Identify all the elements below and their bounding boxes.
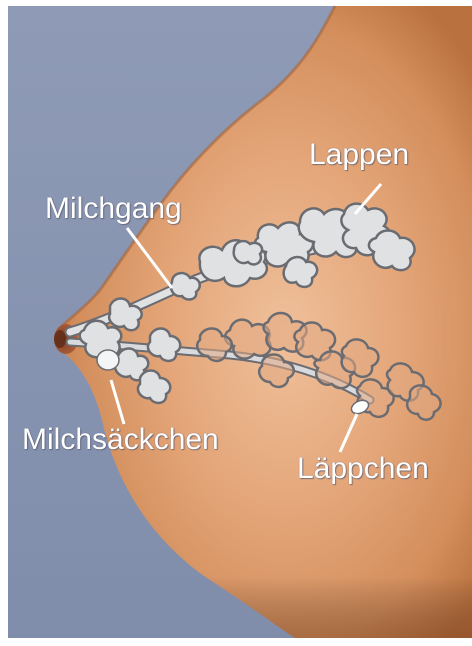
label-laeppchen: Läppchen <box>297 454 429 484</box>
label-lappen: Lappen <box>309 140 409 170</box>
frame-border-top <box>0 0 472 6</box>
milk-sac-highlight <box>97 350 119 370</box>
nipple-tip <box>54 330 66 348</box>
frame-border-bottom <box>0 638 472 646</box>
frame-border-left <box>0 0 8 646</box>
label-milchsaeckchen: Milchsäckchen <box>22 425 219 455</box>
label-milchgang: Milchgang <box>45 194 182 224</box>
